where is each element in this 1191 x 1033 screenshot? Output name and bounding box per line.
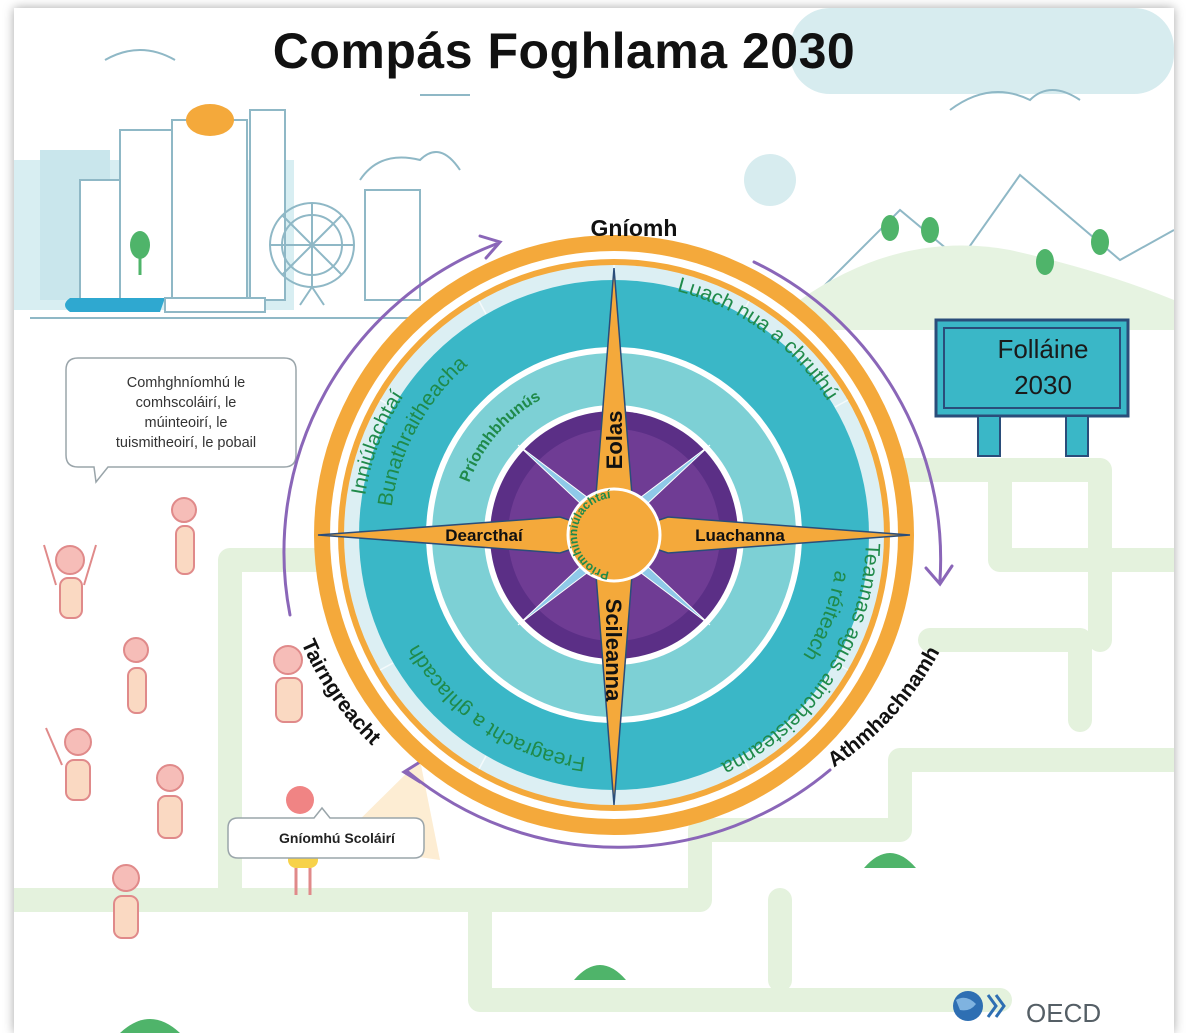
speech-bubble: [65, 357, 297, 484]
background-scenery: [14, 8, 1174, 330]
learning-compass: Inniúlachtaí Bunathraitheacha Luach nua …: [314, 235, 914, 835]
wellbeing-sign: [934, 318, 1130, 457]
speech-bubble-line: tuismitheoirí, le pobail: [115, 435, 257, 451]
infographic-frame: Inniúlachtaí Bunathraitheacha Luach nua …: [14, 8, 1174, 1033]
arrow-to-reflection: [752, 260, 943, 582]
arrow-head: [478, 234, 503, 260]
wellbeing-sign-line2: 2030: [1014, 370, 1072, 400]
cycle-label-action: Gníomh: [591, 215, 678, 241]
building: [119, 129, 176, 301]
bushes: [120, 853, 916, 1033]
arrow-to-action: [282, 242, 498, 617]
arrow-head: [401, 760, 422, 784]
compass-core: [566, 487, 662, 583]
cloud-outline: [104, 49, 176, 61]
sun-shape: [744, 154, 796, 206]
speech-bubble-line: Comhghníomhú le: [126, 375, 246, 391]
cloud-outline: [949, 89, 1081, 111]
arrow-to-anticipation: [406, 768, 832, 849]
arrow-head: [924, 564, 954, 587]
speech-bubble-text: Comhghníomhú le comhscoláirí, le múinteo…: [76, 373, 296, 453]
hill: [800, 245, 1174, 330]
cloud-shape: [790, 8, 1174, 94]
skyscraper-dome: [186, 104, 234, 136]
needle-label-attitudes: Dearcthaí: [445, 526, 524, 545]
speech-bubble-line: múinteoirí, le: [144, 415, 228, 431]
needle-label-skills: Scileanna: [601, 599, 626, 702]
building: [249, 109, 286, 301]
building: [364, 189, 421, 301]
student-agency-label: Gníomhú Scoláirí: [279, 830, 395, 846]
illustration: Inniúlachtaí Bunathraitheacha Luach nua …: [14, 8, 1174, 1033]
train-icon: [65, 298, 165, 312]
tree-icon: [130, 231, 150, 275]
needle-label-knowledge: Eolas: [602, 411, 627, 470]
wellbeing-sign-line1: Folláine: [997, 334, 1089, 364]
oecd-logo-icon: [953, 991, 1006, 1021]
oecd-logo-text: OECD: [1026, 998, 1102, 1028]
train-car: [164, 297, 266, 313]
cycle-arrows: [282, 234, 954, 849]
page-title: Compás Foghlama 2030: [272, 23, 856, 79]
wellbeing-sign-text: Folláine 2030: [954, 331, 1132, 403]
needle-label-values: Luachanna: [695, 526, 785, 545]
speech-bubble-line: comhscoláirí, le: [135, 395, 237, 411]
tree-icon: [881, 215, 1109, 275]
cloud-outline: [359, 151, 461, 181]
ferris-wheel-icon: [269, 202, 355, 306]
people-group: [43, 497, 303, 939]
skyscraper: [171, 119, 248, 301]
student-agency-tag: [227, 806, 425, 859]
